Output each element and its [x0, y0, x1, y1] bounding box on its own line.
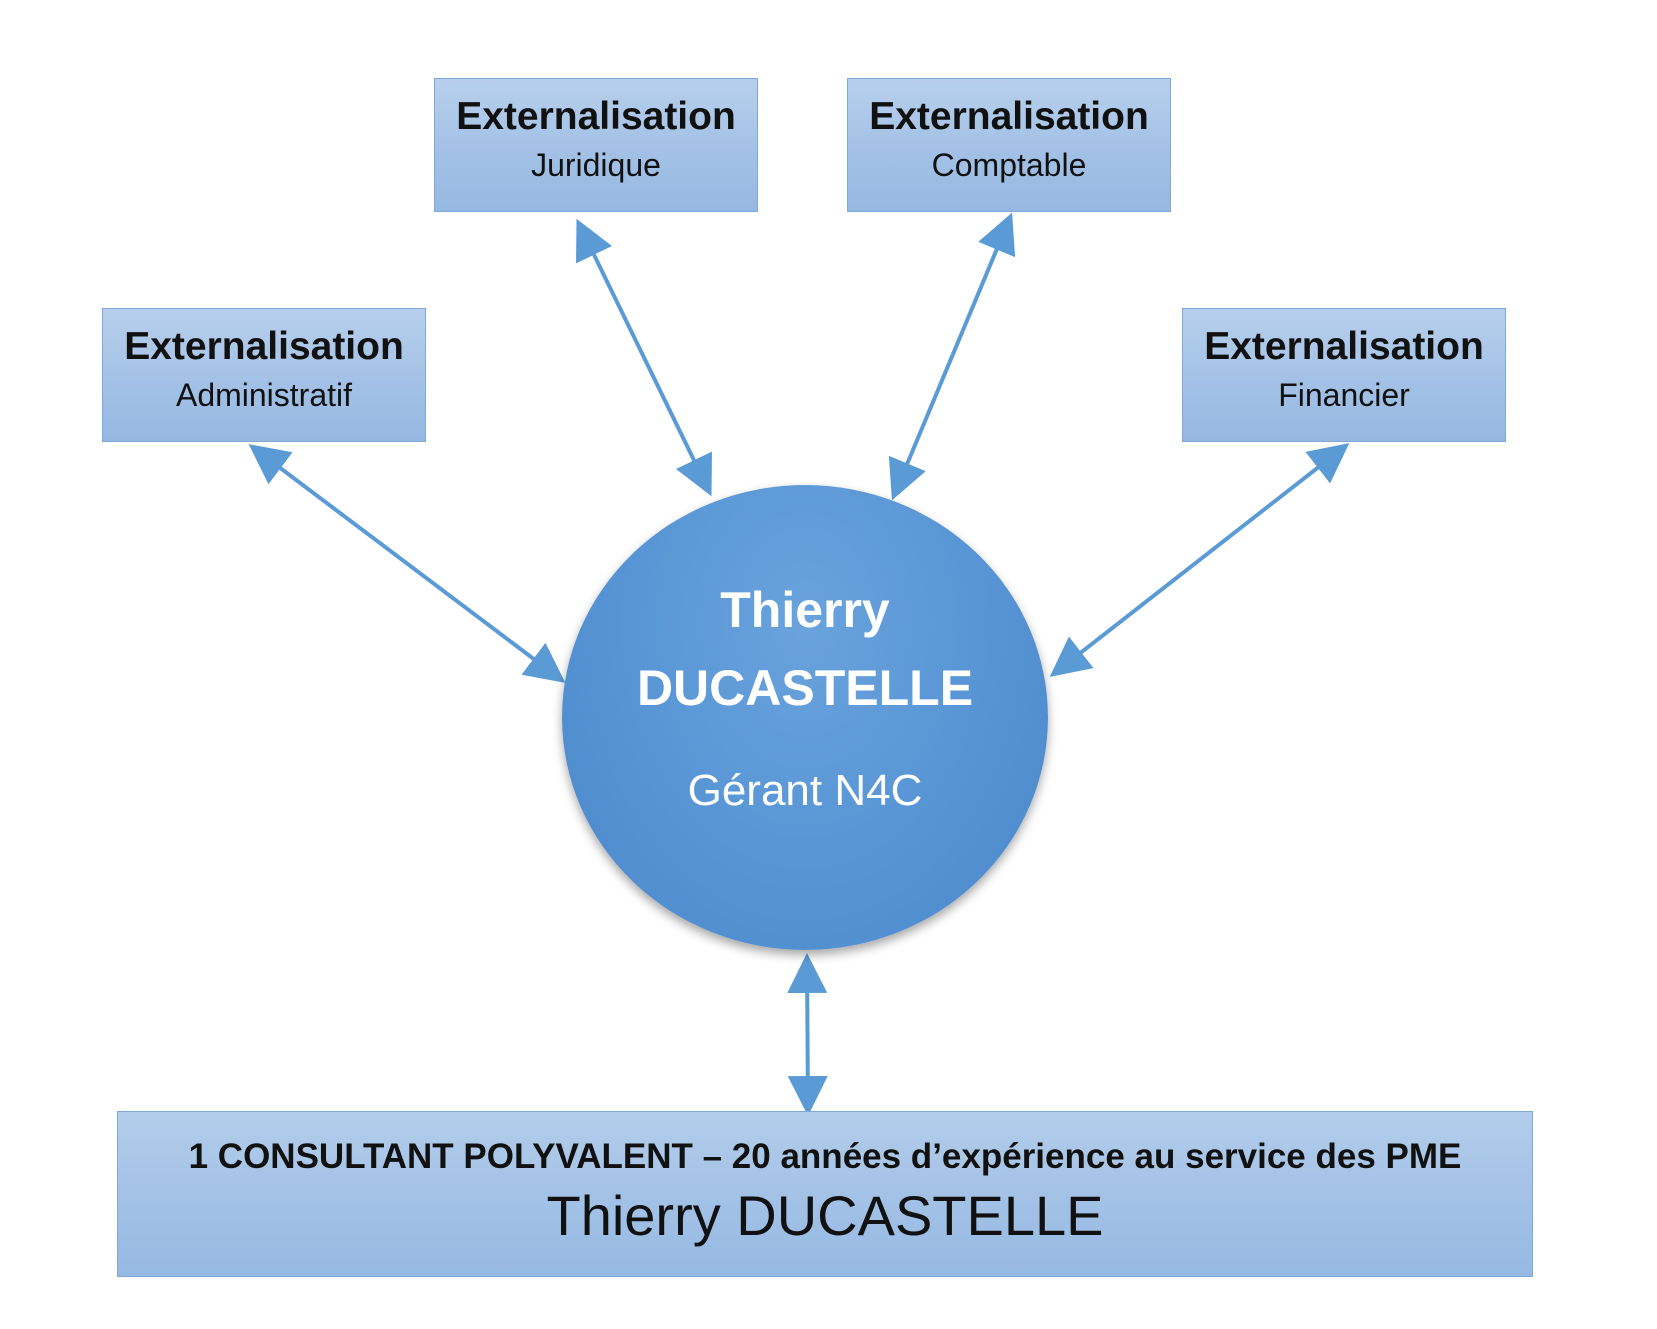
center-node: Thierry DUCASTELLE Gérant N4C: [562, 485, 1048, 950]
center-first-name: Thierry: [720, 582, 890, 638]
node-title: Externalisation: [1204, 325, 1484, 368]
node-subtitle: Financier: [1278, 377, 1410, 413]
node-externalisation-financier: Externalisation Financier: [1182, 308, 1506, 442]
node-externalisation-administratif: Externalisation Administratif: [102, 308, 426, 442]
node-subtitle: Administratif: [175, 377, 353, 413]
node-title: Externalisation: [124, 325, 404, 368]
node-subtitle: Comptable: [931, 147, 1087, 183]
center-last-name: DUCASTELLE: [636, 660, 974, 716]
bottom-banner-title: 1 CONSULTANT POLYVALENT – 20 années d’ex…: [188, 1137, 1462, 1176]
center-role: Gérant N4C: [687, 766, 923, 815]
bottom-banner-name: Thierry DUCASTELLE: [546, 1184, 1104, 1247]
arrow-financier: [1049, 443, 1350, 677]
arrow-juridique: [576, 218, 712, 497]
node-subtitle: Juridique: [531, 147, 661, 183]
bottom-banner: 1 CONSULTANT POLYVALENT – 20 années d’ex…: [117, 1111, 1533, 1277]
arrow-bottom: [787, 953, 828, 1116]
node-externalisation-comptable: Externalisation Comptable: [847, 78, 1171, 212]
arrow-administratif: [248, 444, 566, 683]
node-externalisation-juridique: Externalisation Juridique: [434, 78, 758, 212]
arrow-comptable: [888, 212, 1016, 501]
node-title: Externalisation: [456, 95, 736, 138]
node-title: Externalisation: [869, 95, 1149, 138]
